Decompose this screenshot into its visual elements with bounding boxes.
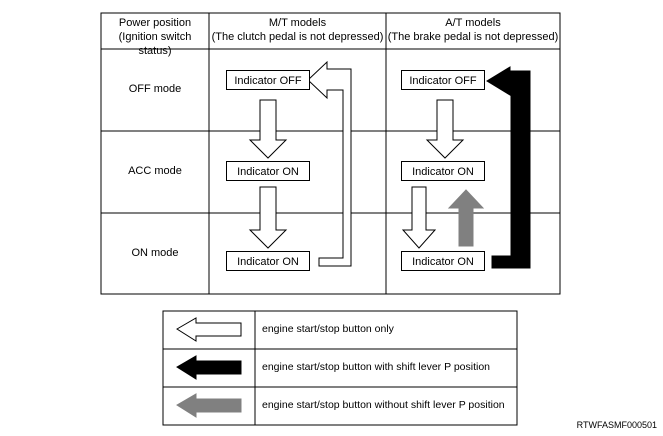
at-arrow-gray-on-to-acc bbox=[447, 189, 485, 247]
mt-return-arrow-outline bbox=[307, 60, 352, 267]
col-header-mt-line1: M/T models bbox=[268, 17, 327, 29]
col-header-power-position-line1: Power position bbox=[118, 17, 192, 29]
legend-white-arrow-icon bbox=[176, 317, 242, 342]
col-header-mt-models: M/T models (The clutch pedal is not depr… bbox=[209, 16, 386, 44]
at-indicator-acc: Indicator ON bbox=[401, 161, 485, 181]
col-header-at-line1: A/T models bbox=[445, 17, 501, 29]
at-indicator-off: Indicator OFF bbox=[401, 70, 485, 90]
row-label-off-mode: OFF mode bbox=[128, 83, 182, 95]
table-grid bbox=[100, 12, 561, 295]
legend-black-arrow-icon bbox=[176, 355, 242, 380]
mt-indicator-acc: Indicator ON bbox=[226, 161, 310, 181]
row-label-on-mode: ON mode bbox=[131, 247, 179, 259]
col-header-at-line2: (The brake pedal is not depressed) bbox=[387, 31, 559, 43]
legend-gray-arrow-icon bbox=[176, 393, 242, 418]
at-arrow-acc-to-on bbox=[401, 186, 437, 249]
at-indicator-on: Indicator ON bbox=[401, 251, 485, 271]
legend-label-black: engine start/stop button with shift leve… bbox=[262, 361, 491, 373]
figure-code: RTWFASMF000501 bbox=[576, 420, 657, 430]
mt-arrow-off-to-acc bbox=[248, 99, 288, 159]
col-header-mt-line2: (The clutch pedal is not depressed) bbox=[211, 31, 384, 43]
col-header-at-models: A/T models (The brake pedal is not depre… bbox=[386, 16, 560, 44]
mt-arrow-acc-to-on bbox=[248, 186, 288, 249]
at-arrow-black-on-to-off bbox=[486, 66, 531, 269]
row-label-acc-mode: ACC mode bbox=[128, 165, 182, 177]
at-arrow-off-to-acc bbox=[425, 99, 465, 159]
legend-label-gray: engine start/stop button without shift l… bbox=[262, 399, 505, 411]
legend-label-white: engine start/stop button only bbox=[262, 323, 394, 335]
col-header-power-position: Power position (Ignition switch status) bbox=[101, 16, 209, 58]
legend-grid bbox=[162, 310, 518, 426]
mt-indicator-off: Indicator OFF bbox=[226, 70, 310, 90]
col-header-power-position-line2: (Ignition switch status) bbox=[118, 31, 192, 57]
mt-indicator-on: Indicator ON bbox=[226, 251, 310, 271]
